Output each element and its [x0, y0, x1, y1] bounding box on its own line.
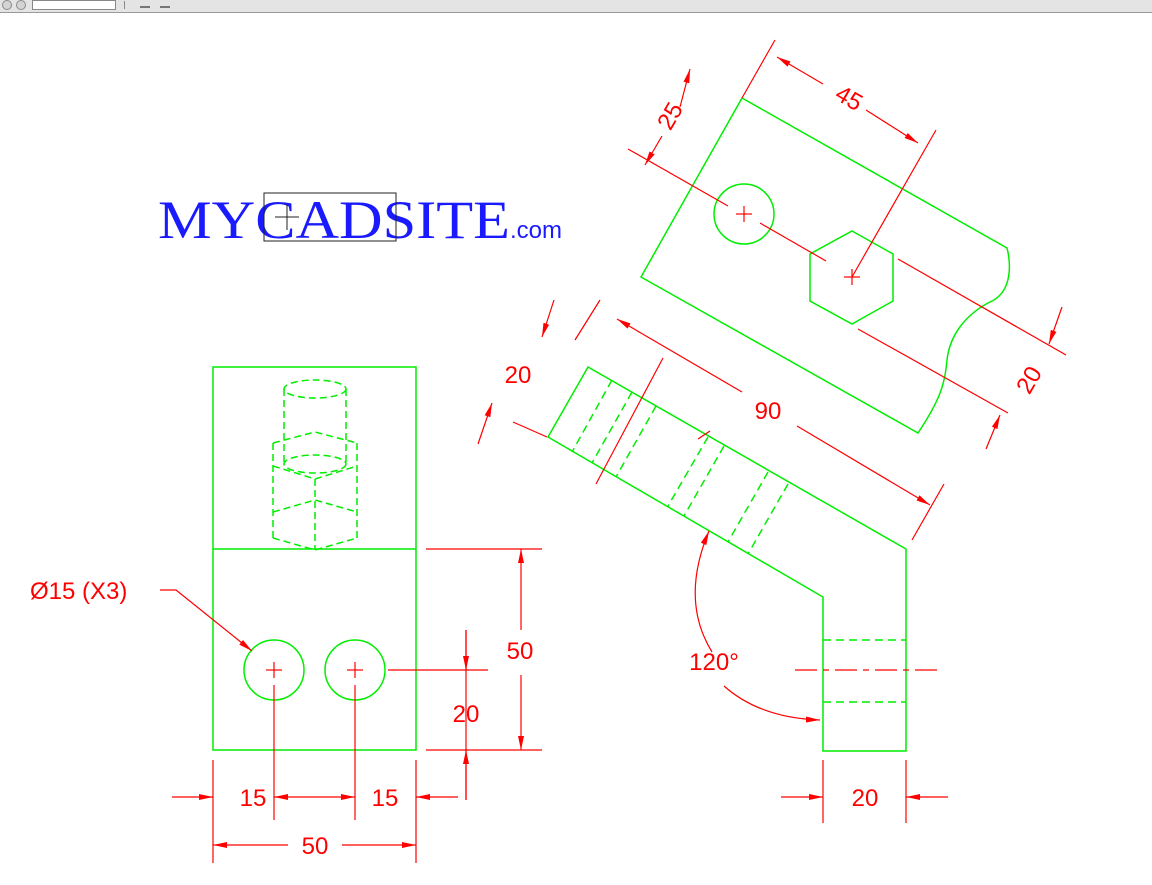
dim-thickness-left: 20 — [505, 362, 532, 389]
back-button[interactable] — [2, 0, 12, 10]
side-view: 90 20 120° 20 — [477, 299, 948, 823]
side-view-dim-lines — [477, 299, 948, 823]
toolbar-divider — [124, 1, 125, 9]
side-view-geometry — [546, 365, 907, 752]
logo-wordmark: MYCADSITE — [158, 190, 510, 250]
hidden-bolt-lines — [272, 379, 358, 551]
hole-note: Ø15 (X3) — [30, 578, 127, 605]
front-view-dim-lines — [160, 548, 542, 863]
dim-hole-offset: 25 — [652, 98, 689, 135]
dim-left-offset: 15 — [240, 785, 267, 812]
dim-spacing: 15 — [372, 785, 399, 812]
cad-drawing: MYCADSITE .com — [30, 39, 1067, 863]
drawing-canvas: MYCADSITE .com — [0, 13, 1152, 885]
front-view-geometry — [212, 366, 417, 751]
dim-length: 90 — [755, 398, 782, 425]
dim-hex-offset: 45 — [830, 80, 867, 117]
dim-thickness-right: 20 — [1011, 362, 1048, 399]
aux-view: 25 45 20 — [627, 39, 1067, 450]
aux-view-dim-lines — [627, 39, 1067, 450]
fit-width-icon[interactable] — [160, 1, 170, 8]
forward-button[interactable] — [16, 0, 26, 10]
logo-suffix: .com — [510, 217, 562, 244]
dim-hole-height: 20 — [453, 701, 480, 728]
front-view: 15 15 50 50 20 Ø15 (X3) — [30, 366, 542, 863]
dim-angle: 120° — [689, 649, 739, 676]
logo: MYCADSITE .com — [158, 190, 562, 250]
fit-page-icon[interactable] — [140, 1, 150, 8]
dim-bottom-width: 20 — [852, 785, 879, 812]
logo-cad-frame — [263, 192, 397, 242]
zoom-input[interactable] — [32, 0, 116, 10]
dim-width-total: 50 — [302, 833, 329, 860]
aux-view-geometry — [639, 96, 1011, 434]
dim-height: 50 — [507, 638, 534, 665]
toolbar — [0, 0, 1152, 13]
